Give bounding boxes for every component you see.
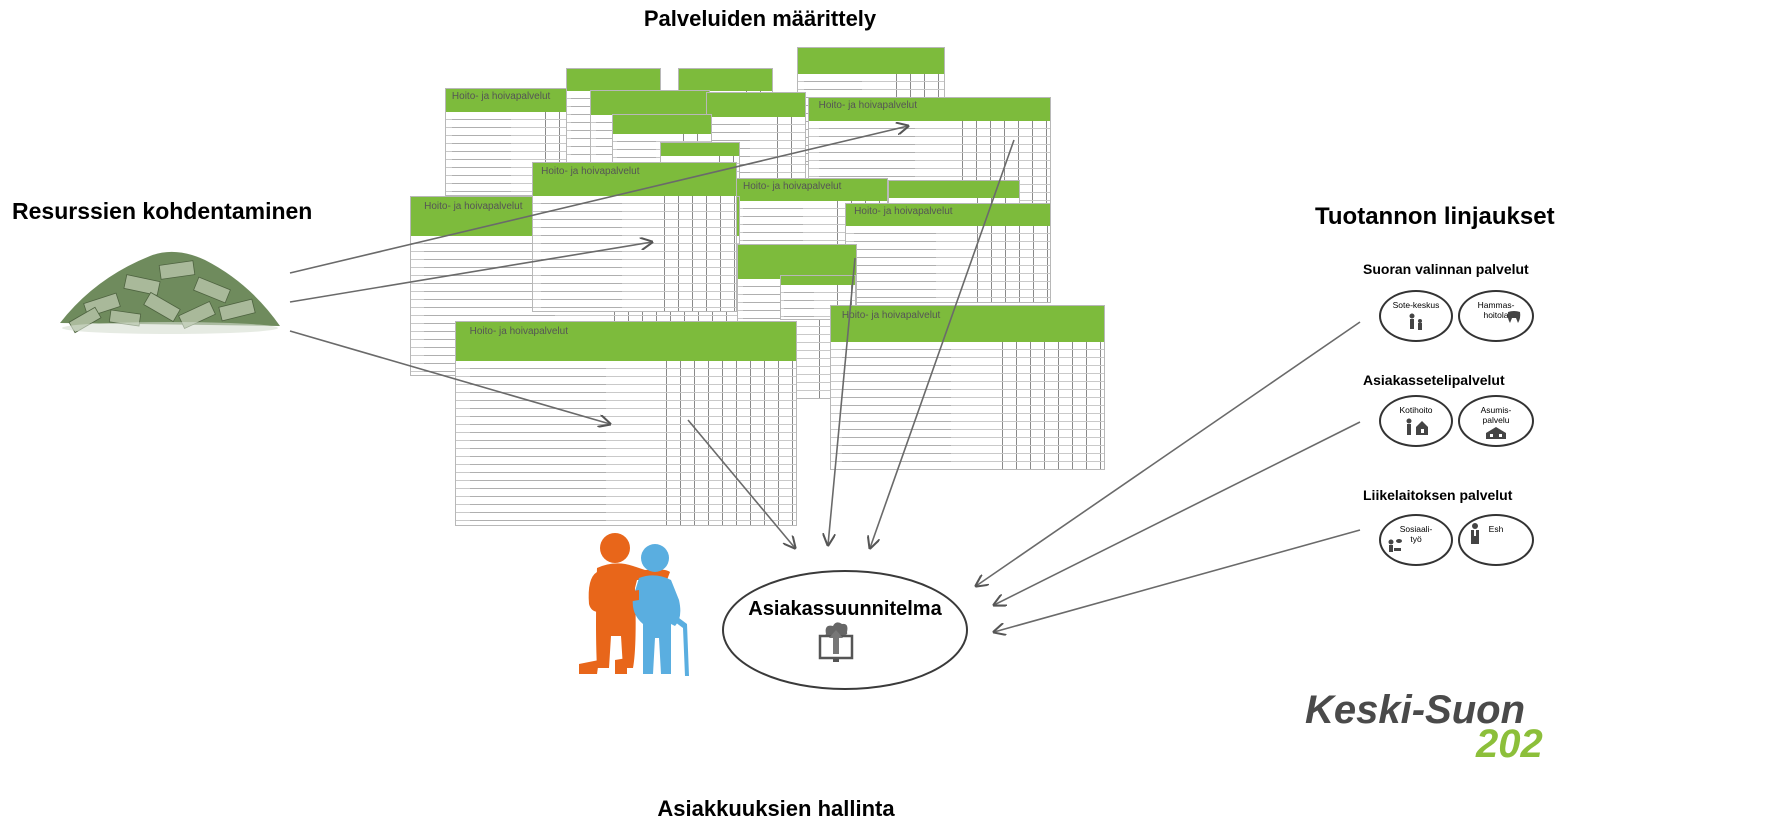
group-title-asiakassetelipalvelut: Asiakassetelipalvelut — [1363, 372, 1505, 388]
doctor-icon — [1471, 523, 1479, 544]
oval-label: Esh — [1488, 524, 1504, 534]
arrow-money-to-sheet — [289, 330, 610, 424]
spreadsheet-thumbnail: Hoito- ja hoivapalvelut — [532, 162, 737, 312]
sheet-header: Hoito- ja hoivapalvelut — [854, 206, 953, 218]
logo-year: 202 — [1476, 722, 1543, 766]
oval-label: Kotihoito — [1399, 405, 1433, 415]
title-tuotannon-linjaukset: Tuotannon linjaukset — [1315, 203, 1555, 230]
title-palveluiden-maarittely: Palveluiden määrittely — [643, 6, 877, 31]
house-icon — [1486, 427, 1506, 439]
family-icon — [1409, 313, 1422, 330]
social-worker-icon — [1388, 539, 1402, 552]
home-care-icon — [1406, 418, 1428, 435]
money-pile-icon — [60, 251, 280, 334]
arrow-money-to-sheet — [289, 126, 908, 274]
sheet-header: Hoito- ja hoivapalvelut — [424, 200, 523, 212]
sheet-header: Hoito- ja hoivapalvelut — [743, 181, 842, 193]
oval-esh: Esh — [1458, 514, 1534, 566]
logo-text: Keski-Suon — [1305, 688, 1526, 732]
sheet-header: Hoito- ja hoivapalvelut — [541, 166, 640, 178]
arrow-sheet-to-plan — [687, 419, 795, 548]
group-title-liikelaitoksen: Liikelaitoksen palvelut — [1363, 487, 1513, 503]
oval-asumispalvelu: Asumis- palvelu — [1458, 395, 1534, 447]
oval-hammashoitola: Hammas- hoitola — [1458, 290, 1534, 342]
sheet-header: Hoito- ja hoivapalvelut — [451, 91, 551, 103]
oval-label: Sote-keskus — [1392, 300, 1440, 310]
spreadsheet-thumbnail: Hoito- ja hoivapalvelut — [455, 321, 797, 526]
arrow-group-to-plan — [994, 421, 1361, 605]
group-title-suoran-valinnan: Suoran valinnan palvelut — [1363, 261, 1529, 277]
sheet-header: Hoito- ja hoivapalvelut — [818, 100, 918, 112]
arrow-sheet-to-plan — [828, 257, 856, 545]
title-asiakkuuksien-hallinta: Asiakkuuksien hallinta — [657, 796, 895, 821]
oval-label: Sosiaali- työ — [1399, 524, 1433, 544]
elderly-couple-icon — [579, 533, 689, 676]
spreadsheet-thumbnail: Hoito- ja hoivapalvelut — [445, 88, 595, 196]
arrow-group-to-plan — [994, 529, 1361, 632]
oval-sosiaalityo: Sosiaali- työ — [1379, 514, 1453, 566]
cloud-upload-icon — [818, 622, 854, 662]
sheet-header: Hoito- ja hoivapalvelut — [469, 325, 568, 337]
arrow-sheet-to-plan — [870, 139, 1015, 548]
tooth-icon — [1507, 311, 1521, 323]
arrow-group-to-plan — [976, 321, 1361, 586]
oval-label: Hammas- hoitola — [1477, 300, 1515, 320]
sheet-header: Hoito- ja hoivapalvelut — [841, 309, 941, 321]
spreadsheet-thumbnail: Hoito- ja hoivapalvelut — [830, 305, 1105, 470]
arrow-money-to-sheet — [289, 242, 652, 303]
oval-label: Asumis- palvelu — [1480, 405, 1512, 425]
oval-sote-keskus: Sote-keskus — [1379, 290, 1453, 342]
asiakassuunnitelma-label: Asiakassuunnitelma — [748, 598, 942, 620]
title-resurssien-kohdentaminen: Resurssien kohdentaminen — [12, 198, 313, 224]
oval-kotihoito: Kotihoito — [1379, 395, 1453, 447]
